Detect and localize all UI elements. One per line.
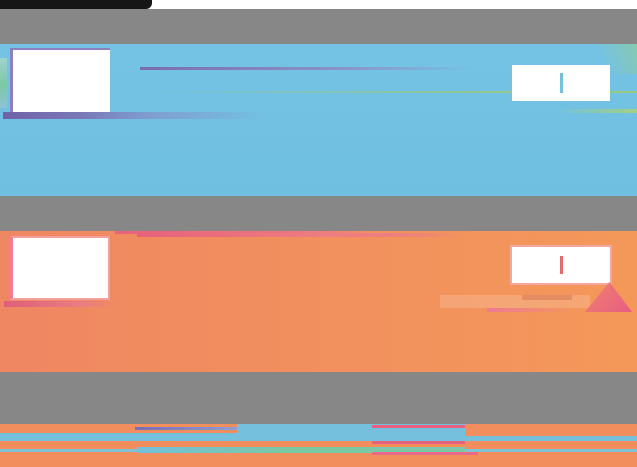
badge-highlight bbox=[440, 295, 590, 308]
blue-banner-text-line-2 bbox=[150, 91, 637, 93]
footer-stripe bbox=[0, 433, 465, 441]
edge-accent-line bbox=[557, 109, 637, 113]
blue-coupon-banner[interactable] bbox=[0, 44, 637, 196]
left-edge-accent bbox=[0, 58, 7, 108]
blurred-text-band-bottom bbox=[0, 372, 637, 424]
badge-drop-shadow bbox=[487, 308, 572, 312]
blue-card-shadow bbox=[3, 112, 268, 119]
badge-under-shadow bbox=[522, 295, 572, 300]
orange-banner-text-lines bbox=[137, 233, 477, 313]
blue-banner-text-line-1 bbox=[140, 67, 472, 70]
orange-card-shadow bbox=[4, 301, 115, 307]
barcode-badge-icon bbox=[510, 245, 612, 285]
footer-stripe bbox=[465, 436, 637, 441]
header-logo-bar bbox=[0, 0, 152, 9]
footer-accent-line bbox=[372, 425, 465, 428]
triangle-marker-icon bbox=[585, 282, 632, 312]
barcode-badge-icon bbox=[512, 65, 610, 101]
footer-stripe bbox=[137, 447, 465, 453]
footer-accent-line bbox=[372, 452, 478, 455]
orange-banner-image-card bbox=[10, 236, 110, 300]
footer-text-stripes bbox=[0, 424, 637, 467]
blue-banner-image-card bbox=[10, 48, 110, 112]
footer-accent-line bbox=[135, 427, 237, 430]
orange-banner-top-accent bbox=[115, 231, 380, 234]
footer-accent-line bbox=[372, 441, 465, 444]
footer-stripe bbox=[237, 424, 465, 433]
blurred-text-band-top bbox=[0, 9, 637, 44]
orange-coupon-banner[interactable] bbox=[0, 231, 637, 372]
blurred-text-band-middle bbox=[0, 196, 637, 231]
